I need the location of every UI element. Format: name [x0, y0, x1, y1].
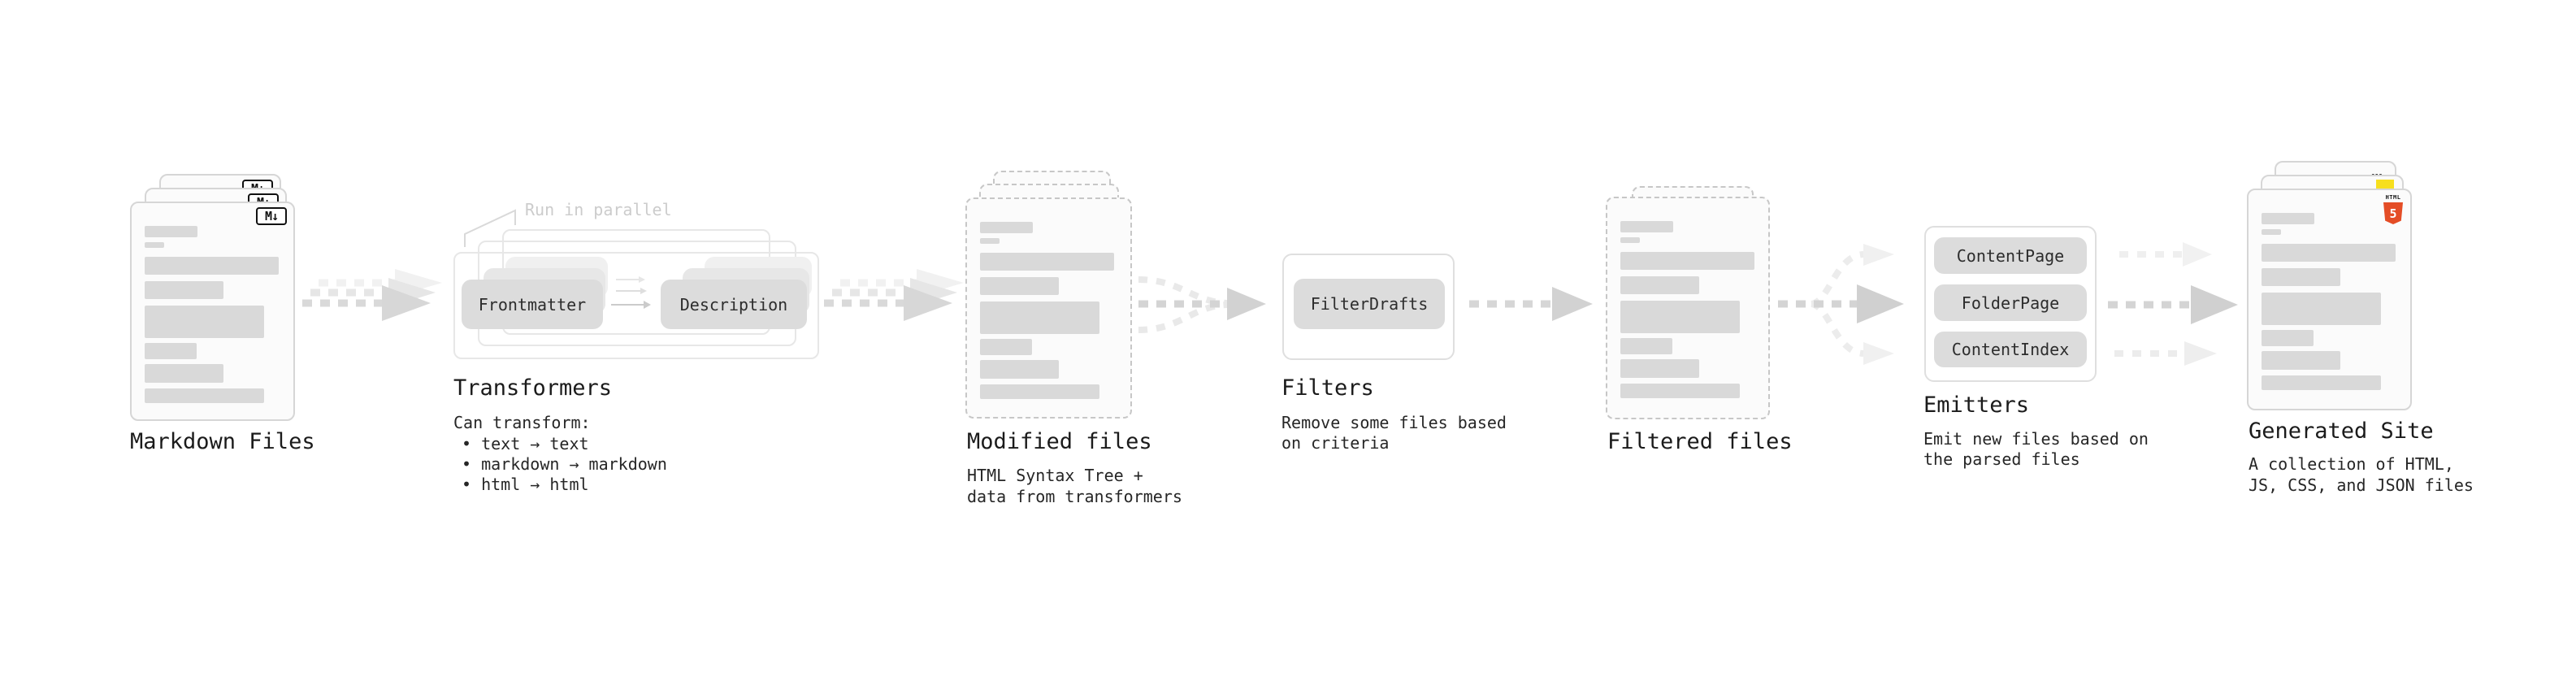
html5-icon-shield: 5	[2383, 202, 2403, 224]
placeholder-line	[145, 257, 279, 275]
emitter-pill-folderpage: FolderPage	[1934, 284, 2087, 321]
run-in-parallel-bracket	[464, 209, 516, 247]
description-line: A collection of HTML,	[2249, 454, 2454, 474]
stage-label-generated-site: Generated Site	[2249, 419, 2434, 444]
stage-label-filtered-files: Filtered files	[1607, 429, 1793, 454]
transformers-description-title: Can transform:	[453, 413, 591, 432]
transformers-bullet: • html → html	[462, 475, 589, 494]
placeholder-line	[1620, 301, 1740, 333]
placeholder-line	[1620, 237, 1640, 243]
stage-label-transformers: Transformers	[453, 375, 613, 401]
placeholder-line	[980, 384, 1099, 399]
stage-label-emitters: Emitters	[1923, 393, 2030, 418]
placeholder-line	[980, 277, 1059, 295]
placeholder-line	[2262, 351, 2340, 370]
filters-description: Remove some files based on criteria	[1281, 413, 1507, 453]
arrow-filters-to-filtered-icon	[1469, 287, 1593, 321]
placeholder-line	[980, 339, 1032, 355]
markdown-icon: M↓	[256, 207, 287, 225]
placeholder-line	[980, 222, 1033, 233]
arrow-modified-to-filters-icon	[1138, 276, 1266, 333]
placeholder-line	[145, 306, 264, 338]
arrow-markdown-to-transformers-icon	[302, 269, 442, 321]
transformers-bullet: • markdown → markdown	[462, 454, 667, 474]
transformers-bullet-list: • text → text • markdown → markdown • ht…	[462, 434, 667, 495]
description-line: data from transformers	[967, 487, 1182, 506]
placeholder-line	[980, 253, 1114, 271]
transformer-pill-frontmatter: Frontmatter	[462, 280, 603, 329]
placeholder-line	[980, 238, 1000, 244]
stage-label-modified-files: Modified files	[967, 429, 1152, 454]
js-icon	[2376, 180, 2394, 190]
transformers-bullet: • text → text	[462, 434, 589, 453]
placeholder-line	[1620, 338, 1672, 354]
markdown-file-card: M↓	[130, 202, 295, 421]
description-line: on criteria	[1281, 433, 1390, 453]
filtered-file-card	[1606, 197, 1770, 419]
placeholder-line	[145, 364, 223, 383]
placeholder-line	[145, 226, 197, 237]
generated-site-description: A collection of HTML, JS, CSS, and JSON …	[2249, 453, 2474, 496]
description-line: HTML Syntax Tree +	[967, 466, 1143, 485]
description-line: Emit new files based on	[1923, 429, 2149, 449]
description-line: Remove some files based	[1281, 413, 1507, 432]
stage-label-markdown-files: Markdown Files	[130, 429, 315, 454]
emitter-pill-contentindex: ContentIndex	[1934, 332, 2087, 367]
transformer-pill-description: Description	[661, 280, 807, 329]
generated-file-card: HTML 5	[2247, 189, 2412, 410]
placeholder-line	[1620, 384, 1740, 398]
placeholder-line	[2262, 229, 2281, 235]
placeholder-line	[2262, 268, 2340, 286]
run-in-parallel-note: Run in parallel	[525, 200, 672, 219]
stage-label-filters: Filters	[1281, 375, 1374, 401]
filter-pill-filterdrafts: FilterDrafts	[1294, 279, 1445, 329]
placeholder-line	[145, 242, 164, 248]
parallel-arrows-icon	[611, 276, 651, 309]
placeholder-line	[980, 301, 1099, 334]
modified-file-card	[965, 197, 1132, 419]
placeholder-line	[145, 388, 264, 403]
placeholder-line	[145, 343, 197, 359]
placeholder-line	[145, 281, 223, 299]
emitters-description: Emit new files based on the parsed files	[1923, 429, 2149, 470]
placeholder-line	[2262, 244, 2396, 262]
placeholder-line	[1620, 276, 1699, 294]
placeholder-line	[1620, 252, 1754, 270]
placeholder-line	[2262, 293, 2381, 325]
description-line: the parsed files	[1923, 449, 2080, 469]
arrow-transformers-to-modified-icon	[824, 269, 964, 321]
placeholder-line	[2262, 213, 2314, 224]
html5-icon: HTML 5	[2383, 194, 2404, 225]
modified-files-description: HTML Syntax Tree + data from transformer…	[967, 465, 1182, 507]
description-line: JS, CSS, and JSON files	[2249, 475, 2474, 495]
arrow-filtered-to-emitters-icon	[1778, 244, 1904, 365]
transformer-frame-front	[453, 252, 819, 359]
placeholder-line	[1620, 221, 1673, 232]
html5-icon-label: HTML	[2385, 194, 2401, 201]
placeholder-line	[2262, 330, 2314, 346]
placeholder-line	[980, 360, 1059, 379]
arrow-emitters-to-generated-icon	[2108, 242, 2238, 366]
placeholder-line	[1620, 359, 1699, 378]
placeholder-line	[2262, 375, 2381, 390]
emitter-pill-contentpage: ContentPage	[1934, 237, 2087, 274]
